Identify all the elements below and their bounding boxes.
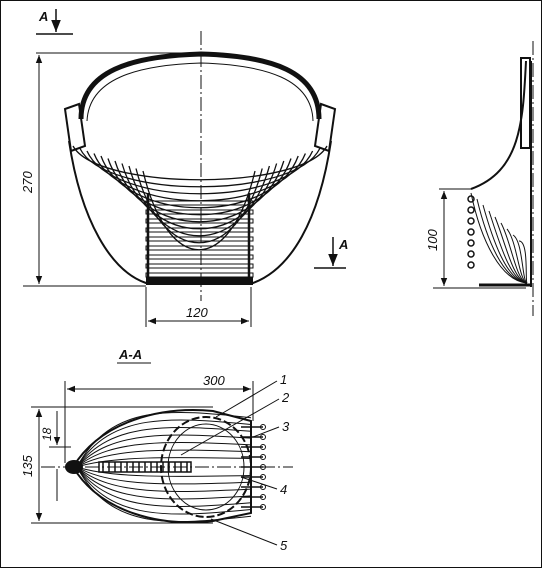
weave-band	[145, 200, 254, 206]
callout-4: 4	[280, 482, 287, 497]
section-title: A-A	[118, 347, 142, 362]
bowl-rods	[72, 145, 328, 251]
side-rod	[512, 234, 528, 284]
plan-stake-end	[260, 424, 266, 430]
weave-band	[145, 272, 254, 278]
bowl-rod	[121, 163, 278, 230]
bowl-rod	[128, 165, 271, 237]
plan-rod	[76, 457, 252, 468]
plan-rod	[76, 442, 252, 468]
dim-120-label: 120	[186, 305, 208, 320]
plan-rod	[76, 466, 252, 508]
dim-100-label: 100	[425, 229, 440, 251]
plan-rod	[76, 466, 252, 500]
plan-rod	[76, 466, 252, 523]
side-rod	[488, 210, 528, 284]
left-handle-post	[63, 102, 87, 153]
side-knob	[467, 195, 475, 203]
dim-300-label: 300	[203, 373, 225, 388]
side-knob	[467, 261, 475, 269]
side-rod	[500, 222, 528, 284]
plan-rod	[76, 411, 252, 468]
side-stake-ends	[467, 195, 475, 269]
bowl-rod	[86, 150, 314, 195]
callout-5: 5	[280, 538, 288, 553]
weave-band	[145, 218, 254, 224]
plan-stake-end	[260, 434, 266, 440]
base-rim	[146, 277, 253, 285]
plan-rod	[76, 426, 252, 468]
plan-stake-end	[260, 444, 266, 450]
plan-rod	[76, 466, 252, 515]
bowl-rod	[107, 158, 292, 216]
side-knob	[467, 228, 475, 236]
side-view: 100	[425, 41, 534, 316]
plan-rod	[76, 449, 252, 468]
callout-2: 2	[281, 390, 290, 405]
dim-18-label: 18	[40, 427, 54, 441]
bowl-rod	[79, 148, 321, 188]
bowl-rod	[142, 170, 256, 251]
plan-rod	[76, 466, 252, 492]
side-rod	[518, 240, 528, 284]
plan-stake-end	[260, 454, 266, 460]
weave-band	[145, 209, 254, 215]
side-knob	[467, 217, 475, 225]
dim-135-label: 135	[20, 455, 35, 477]
front-view: 270 120 A A	[20, 9, 348, 327]
side-rod	[506, 228, 528, 284]
bowl-rod	[114, 160, 285, 223]
plan-rod	[76, 419, 252, 468]
callout-1: 1	[280, 372, 287, 387]
plan-stake-end	[260, 474, 266, 480]
side-rods	[470, 192, 528, 284]
weave-band	[145, 245, 254, 251]
dim-270-label: 270	[20, 171, 35, 194]
side-knob	[467, 239, 475, 247]
section-mark-side: A	[338, 237, 348, 252]
side-knob	[467, 206, 475, 214]
plan-rod	[76, 434, 252, 468]
plan-stake-end	[260, 504, 266, 510]
weave-band	[145, 236, 254, 242]
plan-rod	[76, 466, 252, 485]
side-knob	[467, 250, 475, 258]
callout-3: 3	[282, 419, 290, 434]
bowl-rod	[100, 155, 299, 209]
section-mark-top: A	[38, 9, 48, 24]
weave-band	[145, 254, 254, 260]
plan-stake-end	[260, 494, 266, 500]
section-view-a-a: A-A 300 135 18 1 2	[20, 347, 293, 553]
weave-band	[145, 227, 254, 233]
side-rod	[470, 192, 528, 284]
plan-rods	[76, 411, 252, 523]
weave-band	[145, 263, 254, 269]
vertical-stakes	[145, 193, 254, 283]
plan-rod	[76, 466, 252, 477]
